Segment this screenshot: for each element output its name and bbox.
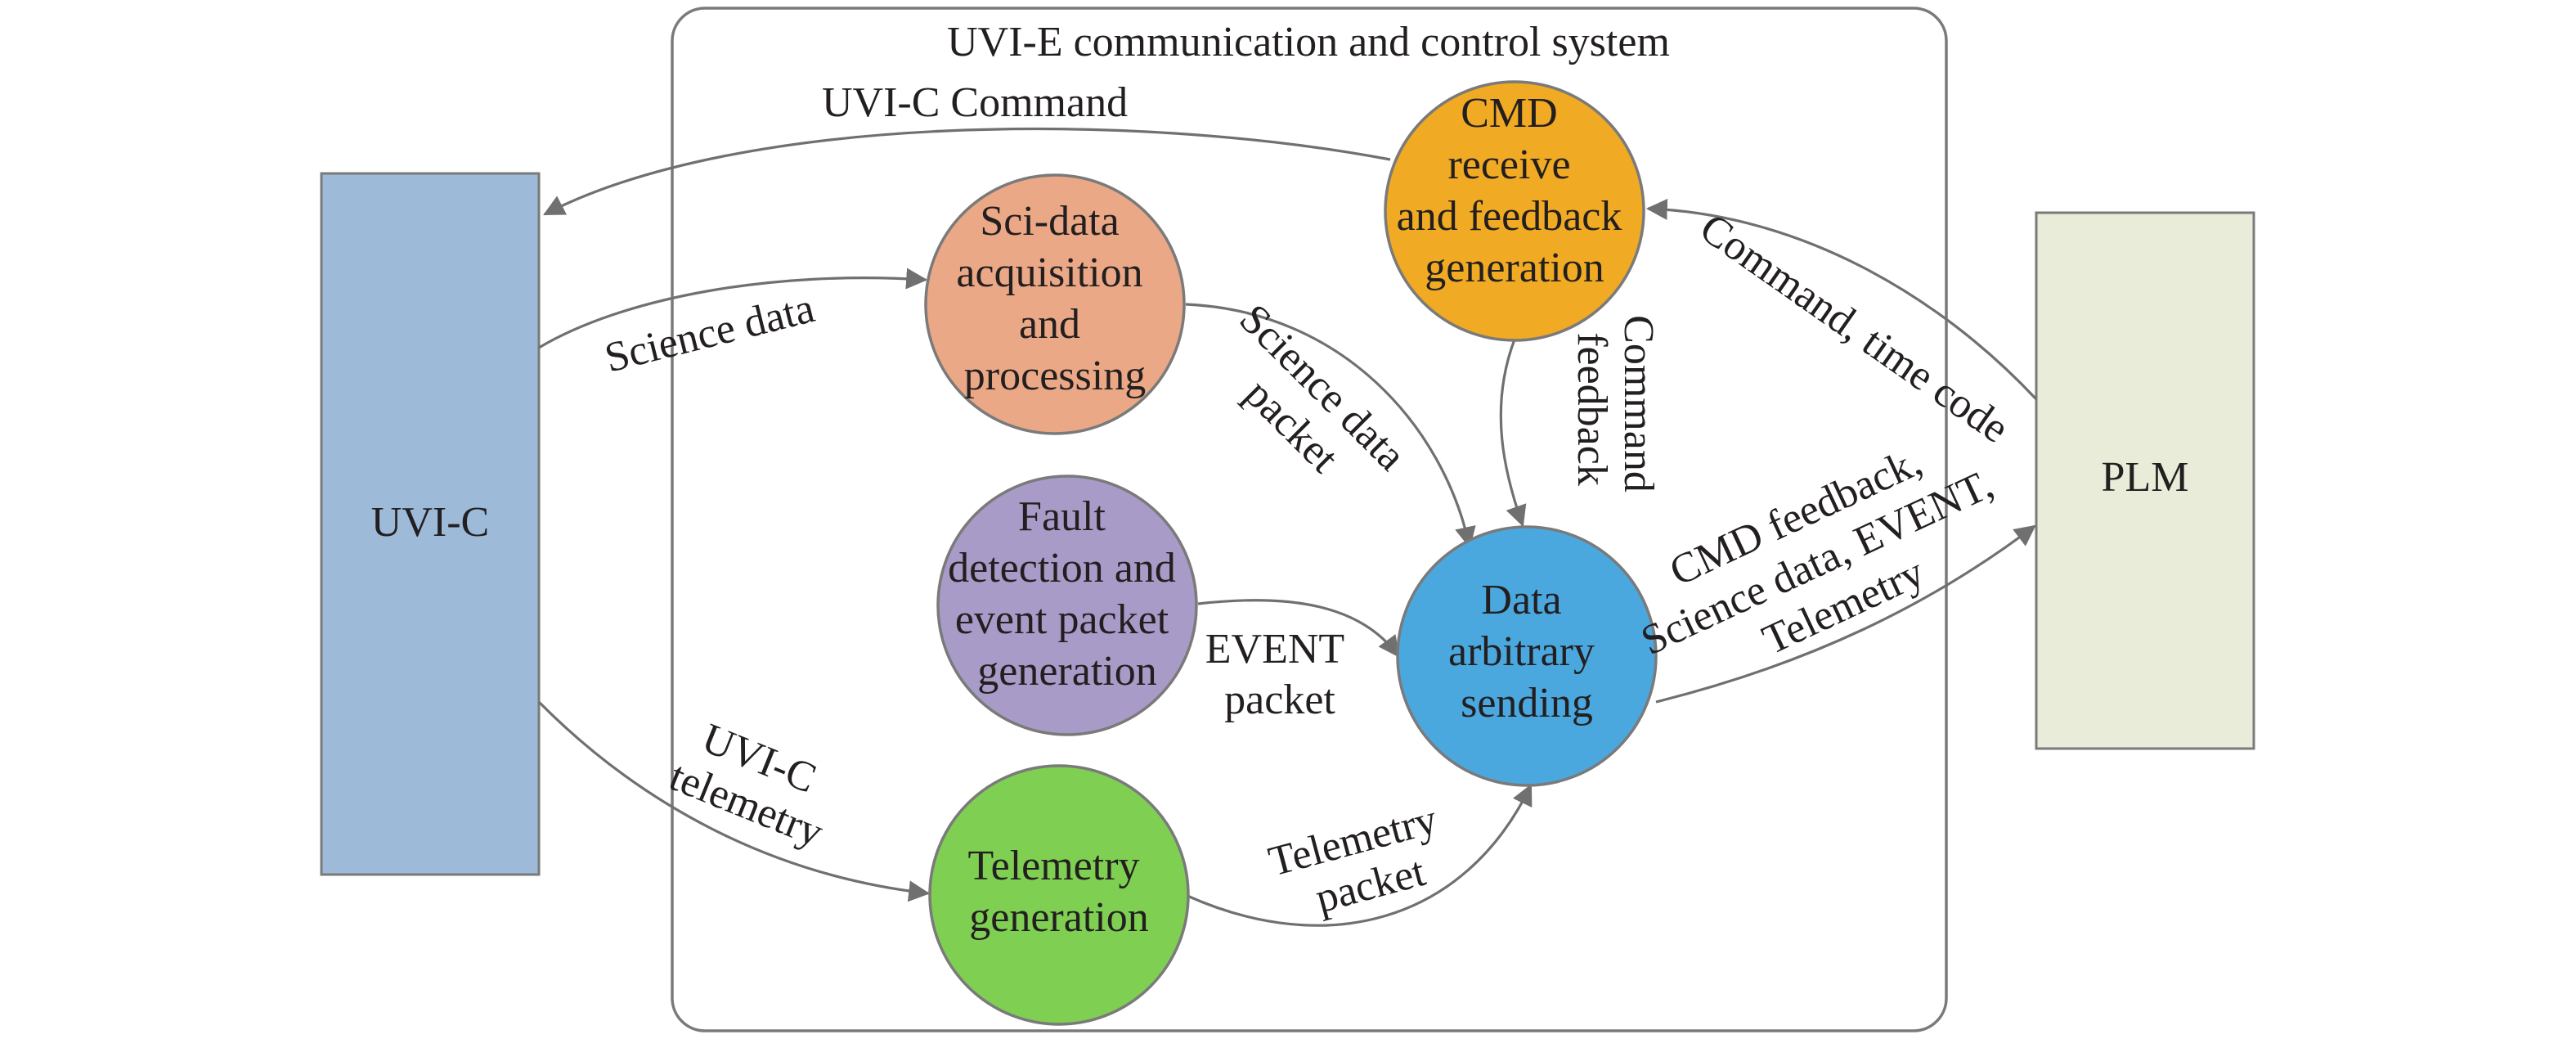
node-arbitrary: Data arbitrary sending (1396, 525, 1658, 787)
telemetry-label: Telemetry generation (967, 843, 1150, 941)
uvic-label: UVI-C (371, 499, 489, 546)
arbitrary-label: Data arbitrary sending (1448, 577, 1605, 726)
label-to-plm: CMD feedback, Science data, EVENT, Telem… (1613, 411, 2031, 711)
label-uvic-telemetry: UVI-C telemetry (663, 708, 847, 856)
label-command-timecode: Command, time code (1691, 205, 2017, 452)
uvic-box (320, 172, 541, 876)
plm-label: PLM (2102, 454, 2189, 501)
label-uvic-command: UVI-C Command (822, 79, 1128, 126)
plm-box (2035, 211, 2255, 750)
arbitrary-circle (1396, 525, 1658, 787)
system-title: UVI-E communication and control system (947, 19, 1670, 65)
edge-uvic-command (543, 127, 1391, 216)
edge-science-packet (1185, 303, 1476, 549)
node-scidata: Sci-data acquisition and processing (924, 173, 1186, 435)
cmd-circle (1384, 80, 1645, 342)
label-science-data: Science data (600, 285, 819, 382)
node-fault: Fault detection and event packet generat… (936, 475, 1198, 736)
system-border (671, 7, 1948, 1032)
edge-command-timecode (1645, 198, 2038, 401)
edge-command-feedback (1499, 339, 1527, 528)
process-nodes: CMD receive and feedback generation Sci-… (924, 80, 1658, 1026)
scidata-circle (924, 173, 1186, 435)
label-science-packet: Science data packet (1196, 295, 1422, 522)
edge-to-plm (1655, 524, 2036, 704)
fault-label: Fault detection and event packet generat… (948, 493, 1187, 695)
edge-labels: UVI-C Command Science data Science data … (600, 79, 2031, 932)
plm-block: PLM (2035, 211, 2255, 750)
edges (537, 127, 2038, 927)
label-command-feedback: Command feedback (1568, 315, 1662, 503)
fault-circle (936, 475, 1198, 736)
scidata-label: Sci-data acquisition and processing (956, 198, 1153, 399)
edge-uvic-telemetry (537, 700, 931, 902)
uvic-block: UVI-C (320, 172, 541, 876)
edge-science-data (538, 268, 928, 349)
node-cmd: CMD receive and feedback generation (1384, 80, 1645, 342)
telemetry-circle (928, 764, 1190, 1026)
system-container: UVI-E communication and control system (671, 7, 1948, 1032)
node-telemetry: Telemetry generation (928, 764, 1190, 1026)
edge-event-packet (1197, 599, 1400, 658)
cmd-label: CMD receive and feedback generation (1397, 90, 1633, 291)
label-event-packet: EVENT packet (1205, 626, 1354, 723)
edge-telemetry-packet (1187, 784, 1533, 927)
label-telemetry-packet: Telemetry packet (1264, 794, 1465, 932)
